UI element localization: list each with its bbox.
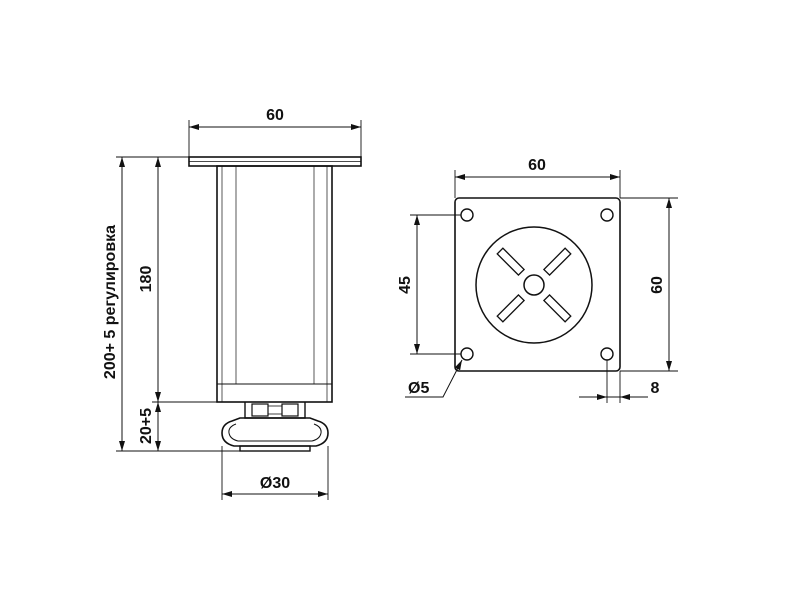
mounting-holes <box>460 208 614 361</box>
top-view: 60 60 45 Ø5 8 <box>397 157 678 403</box>
hole-diameter-leader <box>405 359 463 398</box>
total-height-label: 200+ 5 регулировка <box>102 225 119 379</box>
center-disc <box>475 226 593 344</box>
top-width-label: 60 <box>266 107 284 124</box>
plate-height-label: 60 <box>649 276 666 294</box>
foot-diameter-label: Ø30 <box>260 475 290 492</box>
plate-outline <box>454 197 621 372</box>
foot-height-label: 20+5 <box>138 408 155 444</box>
adjuster-collar <box>244 402 306 419</box>
hole-spacing-label: 45 <box>397 276 414 294</box>
body-height-label: 180 <box>138 266 155 293</box>
adjustable-foot <box>221 417 329 452</box>
hole-offset-label: 8 <box>651 380 660 397</box>
side-view: 60 180 20+5 200+ 5 регулировка Ø30 <box>102 107 362 500</box>
leg-body <box>216 165 333 403</box>
plate-width-label: 60 <box>528 157 546 174</box>
hole-diameter-label: Ø5 <box>408 380 429 397</box>
